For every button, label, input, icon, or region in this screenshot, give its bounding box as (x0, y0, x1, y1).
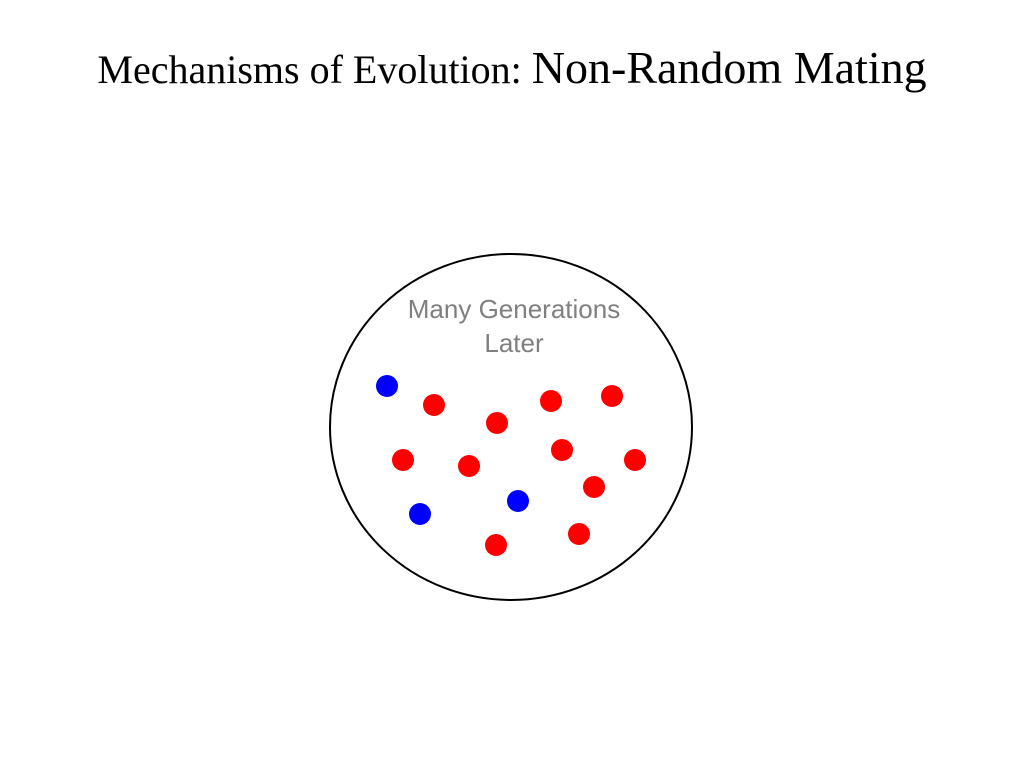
population-circle (329, 253, 693, 601)
red-individual (624, 449, 646, 471)
blue-individual (507, 490, 529, 512)
red-individual (458, 455, 480, 477)
red-individual (485, 534, 507, 556)
red-individual (423, 394, 445, 416)
slide-title: Mechanisms of Evolution: Non-Random Mati… (0, 40, 1024, 107)
red-individual (601, 385, 623, 407)
blue-individual (376, 375, 398, 397)
red-individual (540, 390, 562, 412)
red-individual (486, 412, 508, 434)
red-individual (568, 523, 590, 545)
red-individual (392, 449, 414, 471)
slide-title-mechanisms: Mechanisms of Evolution: (97, 47, 532, 92)
blue-individual (409, 503, 431, 525)
slide-title-topic: Non-Random Mating (531, 42, 927, 93)
generations-caption: Many Generations Later (407, 294, 621, 358)
red-individual (551, 439, 573, 461)
red-individual (583, 476, 605, 498)
